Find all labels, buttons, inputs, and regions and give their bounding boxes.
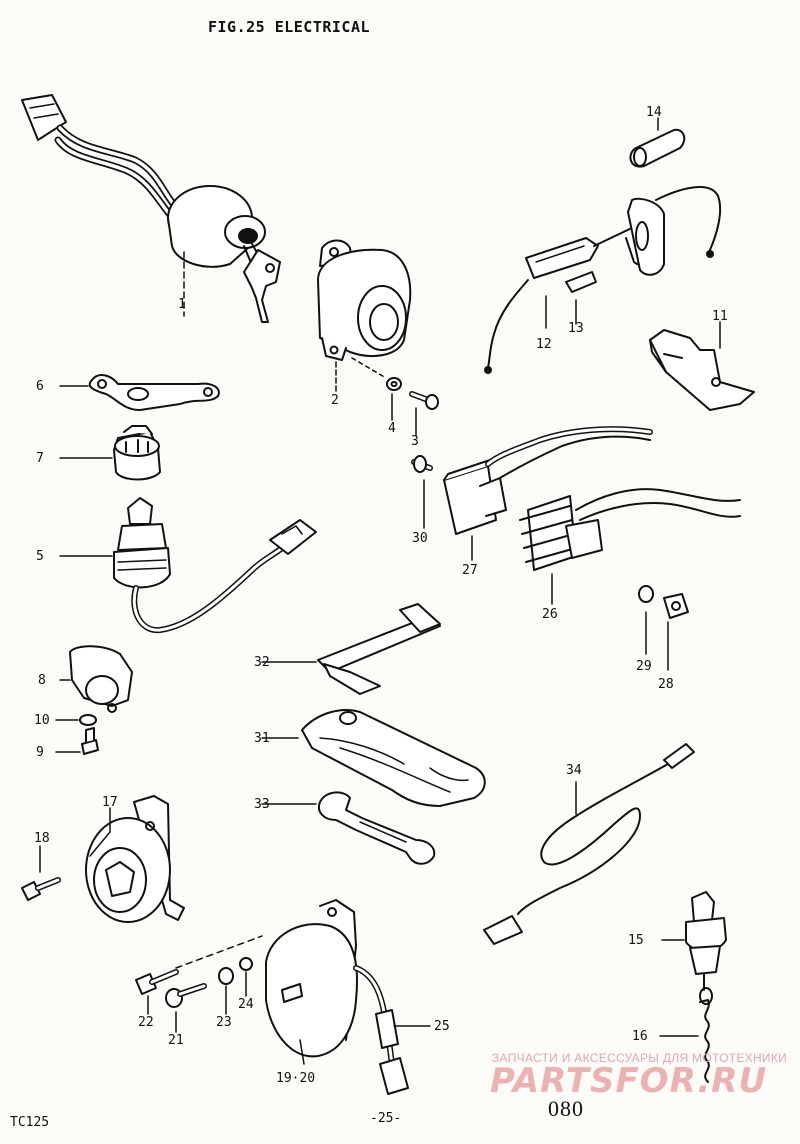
model-label: TC125 bbox=[10, 1115, 50, 1130]
figure-title: FIG.25 ELECTRICAL bbox=[208, 18, 371, 36]
watermark-logo: PARTSFOR.RU bbox=[490, 1061, 768, 1101]
regulator-part bbox=[411, 426, 653, 561]
callout-30: 30 bbox=[412, 531, 428, 546]
fuse-holder-part bbox=[484, 186, 722, 374]
callout-24: 24 bbox=[238, 997, 254, 1012]
callout-25: 25 bbox=[434, 1019, 450, 1034]
callout-2: 2 bbox=[331, 393, 339, 408]
callout-19-20: 19·20 bbox=[276, 1071, 316, 1086]
callout-6: 6 bbox=[36, 379, 44, 394]
callout-23: 23 bbox=[216, 1015, 232, 1030]
callout-22: 22 bbox=[138, 1015, 154, 1030]
rectifier-part bbox=[519, 488, 741, 605]
page-label: -25- bbox=[370, 1111, 402, 1126]
callout-28: 28 bbox=[658, 677, 674, 692]
callout-26: 26 bbox=[542, 607, 558, 622]
callout-15: 15 bbox=[628, 933, 644, 948]
tool-bag-part bbox=[261, 709, 486, 807]
callout-31: 31 bbox=[254, 731, 270, 746]
callout-5: 5 bbox=[36, 549, 44, 564]
ignition-switch-part bbox=[21, 94, 281, 323]
callout-29: 29 bbox=[636, 659, 652, 674]
horn-bolts-parts bbox=[135, 935, 263, 1033]
horn-assembly-part bbox=[265, 899, 431, 1095]
lead-wire-part bbox=[483, 743, 695, 945]
callout-4: 4 bbox=[388, 421, 396, 436]
callout-13: 13 bbox=[568, 321, 584, 336]
callout-14: 14 bbox=[646, 105, 662, 120]
callout-17: 17 bbox=[102, 795, 118, 810]
switch-nut-part bbox=[59, 425, 161, 481]
callout-16: 16 bbox=[632, 1029, 648, 1044]
stop-switch-part bbox=[659, 891, 727, 1083]
spanner-part bbox=[261, 791, 436, 865]
callout-27: 27 bbox=[462, 563, 478, 578]
callout-34: 34 bbox=[566, 763, 582, 778]
page-number: 080 bbox=[548, 1096, 584, 1121]
mounting-plate-part bbox=[59, 374, 220, 411]
callout-32: 32 bbox=[254, 655, 270, 670]
callout-18: 18 bbox=[34, 831, 50, 846]
callout-11: 11 bbox=[712, 309, 728, 324]
callout-1: 1 bbox=[178, 297, 186, 312]
callout-9: 9 bbox=[36, 745, 44, 760]
relay-can-part bbox=[317, 239, 412, 393]
bracket-part bbox=[649, 321, 755, 411]
fuse-cap-part bbox=[629, 117, 686, 168]
cap-screw-parts bbox=[55, 645, 133, 755]
callout-10: 10 bbox=[34, 713, 50, 728]
callout-7: 7 bbox=[36, 451, 44, 466]
callout-8: 8 bbox=[38, 673, 46, 688]
lighting-switch-part bbox=[59, 497, 317, 634]
horn-part bbox=[21, 795, 185, 923]
nut-washer-parts bbox=[638, 585, 689, 671]
watermark-caption: ЗАПЧАСТИ И АКСЕССУАРЫ ДЛЯ МОТОТЕХНИКИ bbox=[492, 1051, 788, 1065]
callout-33: 33 bbox=[254, 797, 270, 812]
battery-band-part bbox=[261, 603, 441, 695]
screw-washer-parts bbox=[386, 377, 439, 437]
callout-21: 21 bbox=[168, 1033, 184, 1048]
callout-3: 3 bbox=[411, 434, 419, 449]
callout-12: 12 bbox=[536, 337, 552, 352]
